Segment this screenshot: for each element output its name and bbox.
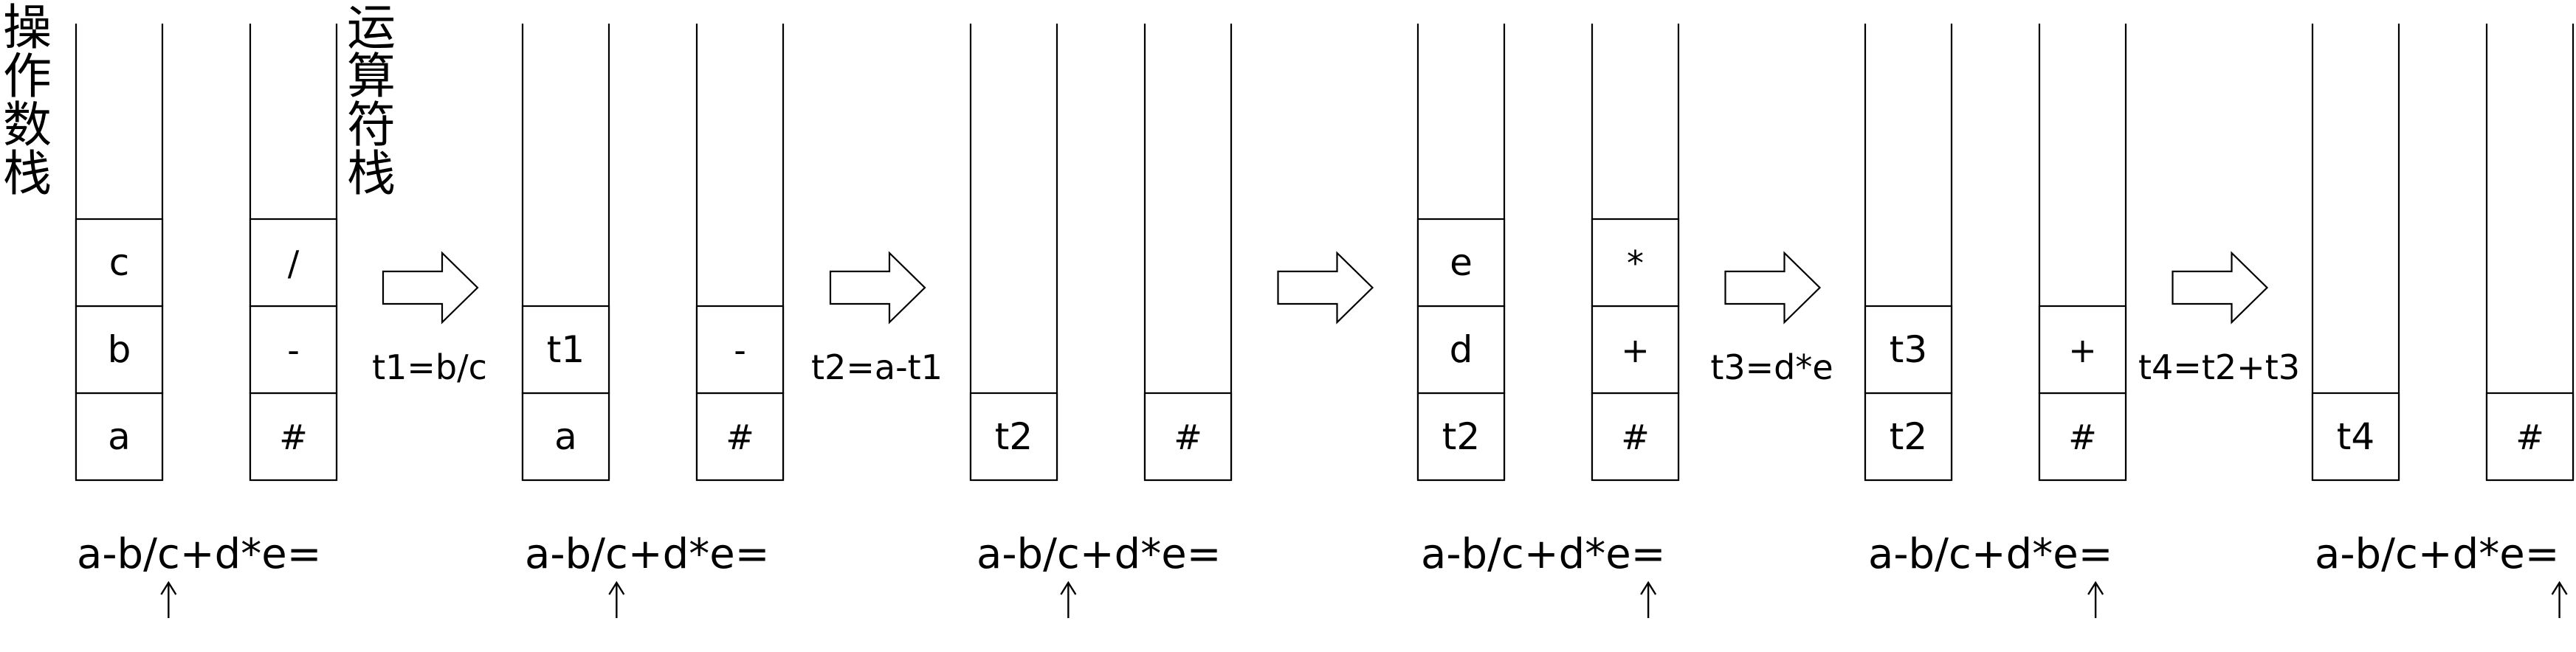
transition-5: t4=t2+t3 <box>2138 251 2300 387</box>
operand-stack-cell-value: b <box>108 328 131 371</box>
stack-labels: 操作数栈 运算符栈 <box>3 0 396 202</box>
stage-2: a t1 # - a-b/c+d*e= <box>521 24 785 618</box>
scan-pointer-arrow <box>2551 580 2568 618</box>
transition-3 <box>1277 251 1374 325</box>
stage-6: t4 # a-b/c+d*e= <box>2311 24 2575 618</box>
operator-stack-cell-value: # <box>279 417 308 457</box>
scan-pointer-arrow <box>2087 580 2104 618</box>
operator-stack-cell-value: # <box>726 417 754 457</box>
operand-stack-cell <box>1416 392 1506 482</box>
transition-label: t1=b/c <box>372 347 487 387</box>
operand-stack-cell-value: t4 <box>2337 415 2374 458</box>
operand-stack-cell <box>1416 218 1506 308</box>
operand-stack-cell-value: t2 <box>995 415 1033 458</box>
expression-text: a-b/c+d*e= <box>1868 530 2113 578</box>
expression-text: a-b/c+d*e= <box>77 530 322 578</box>
operand-stack-cell <box>521 305 610 395</box>
stages: a b c # - / a-b/c+d*e= a t1 # - a-b/c+d*e= t2 # a-b/c+… <box>75 24 2575 618</box>
block-arrow-icon <box>1277 251 1374 325</box>
operator-stack-cell-value: - <box>287 330 300 370</box>
block-arrow-icon <box>2172 251 2269 325</box>
operand-stack-cell-value: t1 <box>547 328 585 371</box>
scan-pointer-arrow <box>1060 580 1077 618</box>
operand-stack-cell-value: c <box>109 241 130 284</box>
operand-stack-cell <box>1864 392 1953 482</box>
operand-stack-cell-value: a <box>554 415 577 458</box>
block-arrow-icon <box>829 251 926 325</box>
operand-stack-label: 操作数栈 <box>3 0 52 202</box>
expression-text: a-b/c+d*e= <box>2315 530 2560 578</box>
operator-stack-cell <box>695 392 785 482</box>
operator-stack-label: 运算符栈 <box>347 0 396 202</box>
operator-stack-cell <box>695 305 785 395</box>
transition-1: t1=b/c <box>372 251 487 387</box>
operator-stack-cell-value: + <box>1621 330 1650 370</box>
operator-stack-cell <box>1591 305 1680 395</box>
transition-label: t3=d*e <box>1710 347 1833 387</box>
operator-stack-cell <box>2038 305 2127 395</box>
operator-stack-cell <box>1591 218 1680 308</box>
scan-pointer-arrow <box>608 580 625 618</box>
operand-stack-cell <box>75 392 164 482</box>
operand-stack-cell-value: t2 <box>1442 415 1480 458</box>
operand-stack-cell <box>75 218 164 308</box>
operand-stack-cell <box>1416 305 1506 395</box>
transition-label: t4=t2+t3 <box>2138 347 2300 387</box>
operand-stack-cell-value: t3 <box>1890 328 1927 371</box>
operator-stack-cell <box>249 305 338 395</box>
expression-text: a-b/c+d*e= <box>977 530 1222 578</box>
scan-pointer-arrow <box>160 580 177 618</box>
transition-4: t3=d*e <box>1710 251 1833 387</box>
transition-label: t2=a-t1 <box>811 347 943 387</box>
operator-stack-cell-value: # <box>1174 417 1202 457</box>
operand-stack-cell <box>969 392 1058 482</box>
operand-stack-cell-value: e <box>1450 241 1473 284</box>
operand-stack-cell-value: a <box>108 415 131 458</box>
operator-stack-cell <box>1143 392 1233 482</box>
operator-stack-cell-value: # <box>2515 417 2544 457</box>
operand-stack-cell <box>1864 305 1953 395</box>
operator-stack-cell-value: * <box>1627 243 1644 283</box>
expression-text: a-b/c+d*e= <box>525 530 770 578</box>
operand-stack-cell-value: t2 <box>1890 415 1927 458</box>
operator-stack-cell-value: # <box>1621 417 1650 457</box>
stage-3: t2 # a-b/c+d*e= <box>969 24 1233 618</box>
operand-stack-cell-value: d <box>1450 328 1473 371</box>
stage-4: t2 d e # + * a-b/c+d*e= <box>1416 24 1680 618</box>
operand-stack-cell <box>75 305 164 395</box>
stage-1: a b c # - / a-b/c+d*e= <box>75 24 338 618</box>
operator-stack-cell <box>249 218 338 308</box>
transition-2: t2=a-t1 <box>811 251 943 387</box>
scan-pointer-arrow <box>1640 580 1657 618</box>
stage-5: t2 t3 # + a-b/c+d*e= <box>1864 24 2127 618</box>
expression-text: a-b/c+d*e= <box>1421 530 1666 578</box>
operand-stack-cell <box>2311 392 2400 482</box>
block-arrow-icon <box>382 251 479 325</box>
operator-stack-cell-value: - <box>734 330 746 370</box>
operator-stack-cell <box>1591 392 1680 482</box>
block-arrow-icon <box>1724 251 1822 325</box>
operand-stack-cell <box>521 392 610 482</box>
operator-stack-cell <box>2485 392 2575 482</box>
operator-stack-cell-value: / <box>288 243 300 283</box>
transitions: t1=b/c t2=a-t1 t3=d*e t4=t2+t3 <box>372 251 2300 387</box>
operator-stack-cell-value: # <box>2068 417 2097 457</box>
operator-stack-cell-value: + <box>2068 330 2097 370</box>
